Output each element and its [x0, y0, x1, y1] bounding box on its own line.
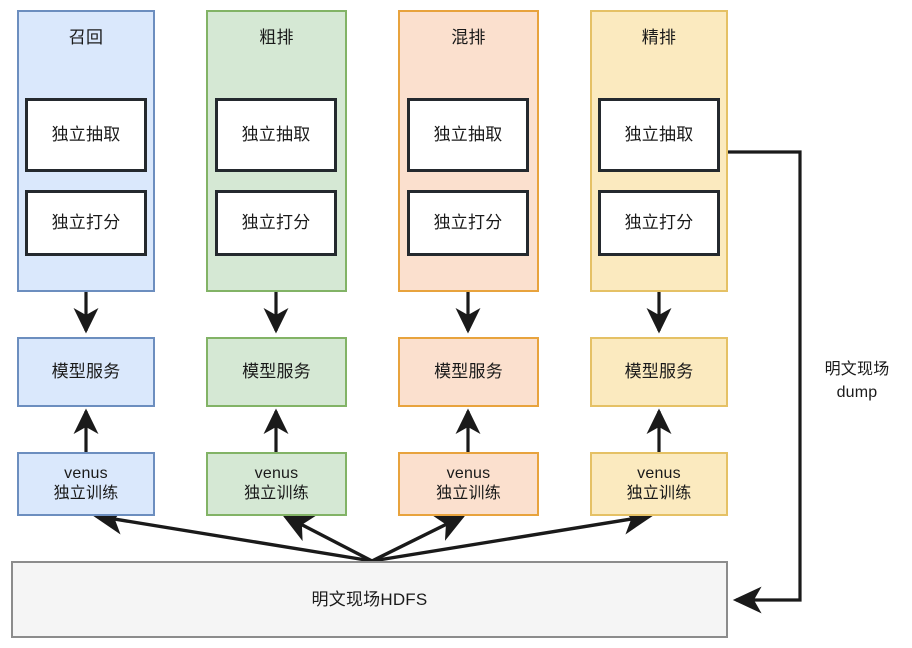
extract-label: 独立抽取	[624, 125, 694, 145]
stage-title-recall: 召回	[68, 28, 104, 47]
score-box-recall[interactable]: 独立打分	[25, 190, 147, 256]
dump-label-lines: 明文现场 dump	[825, 358, 890, 404]
model-service-recall[interactable]: 模型服务	[17, 337, 155, 407]
venus-line-1: venus	[64, 464, 108, 482]
score-label: 独立打分	[241, 213, 311, 233]
venus-line-1: venus	[637, 464, 681, 482]
edge-hdfs-to-venus-mixed	[371, 514, 467, 563]
venus-labels: venus 独立训练	[627, 464, 692, 505]
extract-box-mixed-rank[interactable]: 独立抽取	[407, 98, 529, 172]
stage-title-mixed-rank: 混排	[451, 28, 486, 47]
dump-line-2: dump	[836, 384, 878, 401]
extract-box-recall[interactable]: 独立抽取	[25, 98, 147, 172]
edge-hdfs-to-venus-recall	[92, 506, 373, 563]
venus-line-2: 独立训练	[244, 485, 309, 502]
dump-line-1: 明文现场	[824, 360, 890, 378]
venus-training-fine-rank[interactable]: venus 独立训练	[590, 452, 728, 516]
hdfs-label: 明文现场HDFS	[311, 589, 428, 609]
venus-labels: venus 独立训练	[244, 464, 309, 505]
edge-hdfs-to-venus-fine	[371, 506, 654, 563]
score-box-coarse-rank[interactable]: 独立打分	[215, 190, 337, 256]
score-box-mixed-rank[interactable]: 独立打分	[407, 190, 529, 256]
extract-label: 独立抽取	[51, 125, 121, 145]
extract-box-fine-rank[interactable]: 独立抽取	[598, 98, 720, 172]
venus-training-recall[interactable]: venus 独立训练	[17, 452, 155, 516]
model-service-fine-rank[interactable]: 模型服务	[590, 337, 728, 407]
venus-line-1: venus	[446, 464, 491, 482]
edge-dump-to-hdfs	[728, 150, 802, 614]
extract-box-coarse-rank[interactable]: 独立抽取	[215, 98, 337, 172]
venus-line-2: 独立训练	[626, 485, 692, 502]
model-service-label: 模型服务	[434, 362, 503, 382]
venus-labels: venus 独立训练	[54, 464, 119, 505]
venus-line-2: 独立训练	[436, 485, 501, 502]
venus-labels: venus 独立训练	[436, 464, 501, 505]
venus-line-2: 独立训练	[53, 485, 119, 502]
venus-training-coarse-rank[interactable]: venus 独立训练	[206, 452, 347, 516]
venus-line-1: venus	[254, 464, 299, 482]
score-label: 独立打分	[433, 213, 503, 233]
model-service-label: 模型服务	[51, 362, 121, 382]
extract-label: 独立抽取	[433, 125, 503, 145]
stage-title-coarse-rank: 粗排	[259, 28, 294, 47]
stage-title-fine-rank: 精排	[641, 28, 677, 47]
score-label: 独立打分	[51, 213, 121, 233]
model-service-label: 模型服务	[624, 362, 694, 382]
model-service-mixed-rank[interactable]: 模型服务	[398, 337, 539, 407]
dump-annotation: 明文现场 dump	[808, 358, 906, 404]
model-service-coarse-rank[interactable]: 模型服务	[206, 337, 347, 407]
hdfs-storage-bar[interactable]: 明文现场HDFS	[11, 561, 728, 638]
edge-hdfs-to-venus-coarse	[281, 514, 373, 563]
model-service-label: 模型服务	[242, 362, 311, 382]
venus-training-mixed-rank[interactable]: venus 独立训练	[398, 452, 539, 516]
score-box-fine-rank[interactable]: 独立打分	[598, 190, 720, 256]
score-label: 独立打分	[624, 213, 694, 233]
extract-label: 独立抽取	[241, 125, 311, 145]
